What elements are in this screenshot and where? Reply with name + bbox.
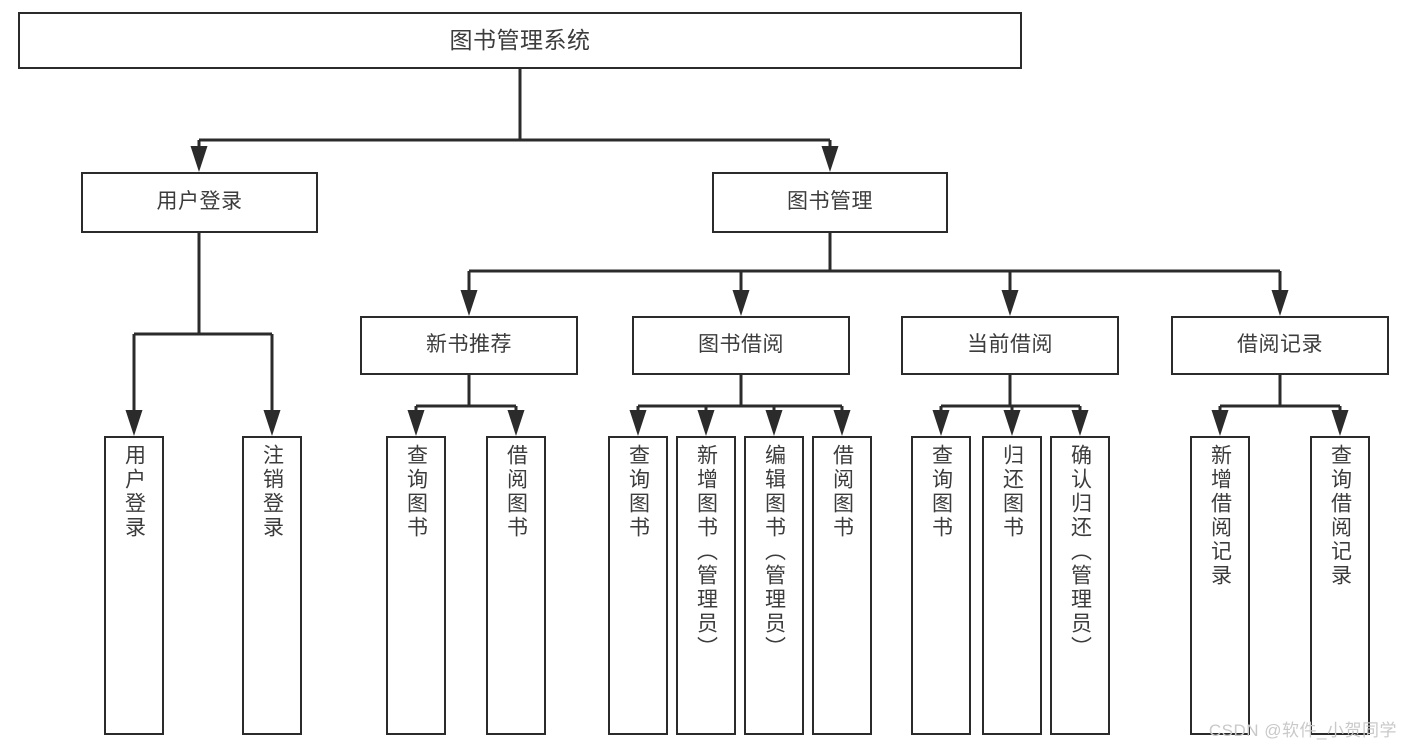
node-new-book-rec[interactable]: 新书推荐: [360, 316, 578, 375]
node-label: 归还图书: [1000, 444, 1024, 540]
node-label: 新增借阅记录: [1208, 444, 1232, 588]
node-label: 查询图书: [929, 444, 953, 540]
node-leaf-query-book-1[interactable]: 查询图书: [386, 436, 446, 735]
node-leaf-confirm-return[interactable]: 确认归还（管理员）: [1050, 436, 1110, 735]
node-label: 查询图书: [626, 444, 650, 540]
user-login-arrow-0-head: [125, 410, 143, 436]
node-label: 当前借阅: [967, 333, 1053, 357]
node-label: 图书借阅: [698, 333, 784, 357]
book-manage-arrow-3-head: [1271, 290, 1289, 316]
group-current-borrow-arrow-0-head: [932, 410, 950, 436]
book-manage-arrow-2-head: [1001, 290, 1019, 316]
node-label: 借阅图书: [504, 444, 528, 540]
node-book-manage[interactable]: 图书管理: [712, 172, 948, 233]
node-label: 查询图书: [404, 444, 428, 540]
node-label: 编辑图书（管理员）: [762, 444, 786, 660]
watermark-label: CSDN @软件_小贺同学: [1208, 721, 1397, 740]
node-label: 图书管理系统: [449, 26, 591, 53]
node-leaf-add-record[interactable]: 新增借阅记录: [1190, 436, 1250, 735]
group-current-borrow-arrow-2-head: [1071, 410, 1089, 436]
group-book-borrow-arrow-2-head: [765, 410, 783, 436]
node-leaf-query-book-2[interactable]: 查询图书: [608, 436, 668, 735]
group-borrow-record-arrow-0-head: [1211, 410, 1229, 436]
group-new-book-rec-arrow-1-head: [507, 410, 525, 436]
node-label: 确认归还（管理员）: [1068, 444, 1092, 660]
node-leaf-borrow-book-1[interactable]: 借阅图书: [486, 436, 546, 735]
node-leaf-user-login[interactable]: 用户登录: [104, 436, 164, 735]
book-manage-arrow-0-head: [460, 290, 478, 316]
group-borrow-record-arrow-1-head: [1331, 410, 1349, 436]
root-arrow-1-head: [821, 146, 839, 172]
node-current-borrow[interactable]: 当前借阅: [901, 316, 1119, 375]
node-book-borrow[interactable]: 图书借阅: [632, 316, 850, 375]
group-new-book-rec-arrow-0-head: [407, 410, 425, 436]
node-borrow-record[interactable]: 借阅记录: [1171, 316, 1389, 375]
node-leaf-add-book[interactable]: 新增图书（管理员）: [676, 436, 736, 735]
node-label: 新书推荐: [426, 333, 512, 357]
group-book-borrow-arrow-3-head: [833, 410, 851, 436]
node-label: 借阅记录: [1237, 333, 1323, 357]
node-leaf-query-book-3[interactable]: 查询图书: [911, 436, 971, 735]
node-root[interactable]: 图书管理系统: [18, 12, 1022, 69]
node-label: 用户登录: [156, 190, 243, 214]
node-label: 注销登录: [260, 444, 284, 540]
node-leaf-return-book[interactable]: 归还图书: [982, 436, 1042, 735]
group-book-borrow-arrow-1-head: [697, 410, 715, 436]
root-arrow-0-head: [190, 146, 208, 172]
node-label: 图书管理: [787, 190, 873, 214]
node-label: 借阅图书: [830, 444, 854, 540]
node-leaf-user-logout[interactable]: 注销登录: [242, 436, 302, 735]
node-label: 用户登录: [122, 444, 146, 540]
book-manage-arrow-1-head: [732, 290, 750, 316]
node-label: 新增图书（管理员）: [694, 444, 718, 660]
node-leaf-edit-book[interactable]: 编辑图书（管理员）: [744, 436, 804, 735]
node-label: 查询借阅记录: [1328, 444, 1352, 588]
node-user-login[interactable]: 用户登录: [81, 172, 318, 233]
group-current-borrow-arrow-1-head: [1003, 410, 1021, 436]
node-leaf-borrow-book-2[interactable]: 借阅图书: [812, 436, 872, 735]
node-leaf-query-record[interactable]: 查询借阅记录: [1310, 436, 1370, 735]
group-book-borrow-arrow-0-head: [629, 410, 647, 436]
user-login-arrow-1-head: [263, 410, 281, 436]
